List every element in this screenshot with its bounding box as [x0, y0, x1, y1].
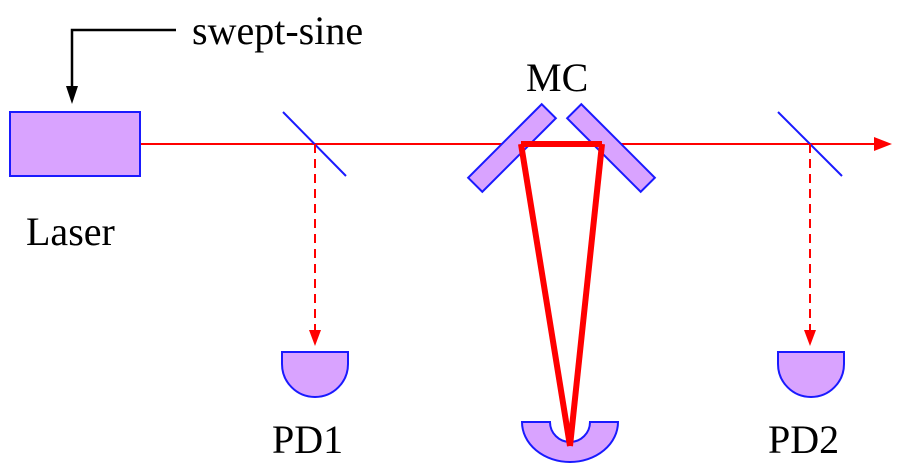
pickoff-beam-1 — [309, 144, 321, 346]
cavity-mirror-right — [565, 102, 657, 194]
photodiode-2 — [777, 351, 845, 398]
swept-sine-feed-line — [66, 28, 176, 104]
cavity-curved-mirror — [520, 421, 620, 463]
cavity-mirror-left — [466, 102, 558, 194]
pickoff-beam-2 — [804, 144, 816, 346]
mc-label: MC — [526, 55, 589, 100]
laser-box — [9, 111, 141, 177]
pd1-label: PD1 — [272, 417, 344, 462]
cavity-beam — [518, 141, 605, 447]
pd2-label: PD2 — [768, 417, 840, 462]
laser-label: Laser — [26, 209, 115, 254]
swept-sine-label: swept-sine — [192, 8, 364, 53]
photodiode-1 — [281, 351, 349, 398]
